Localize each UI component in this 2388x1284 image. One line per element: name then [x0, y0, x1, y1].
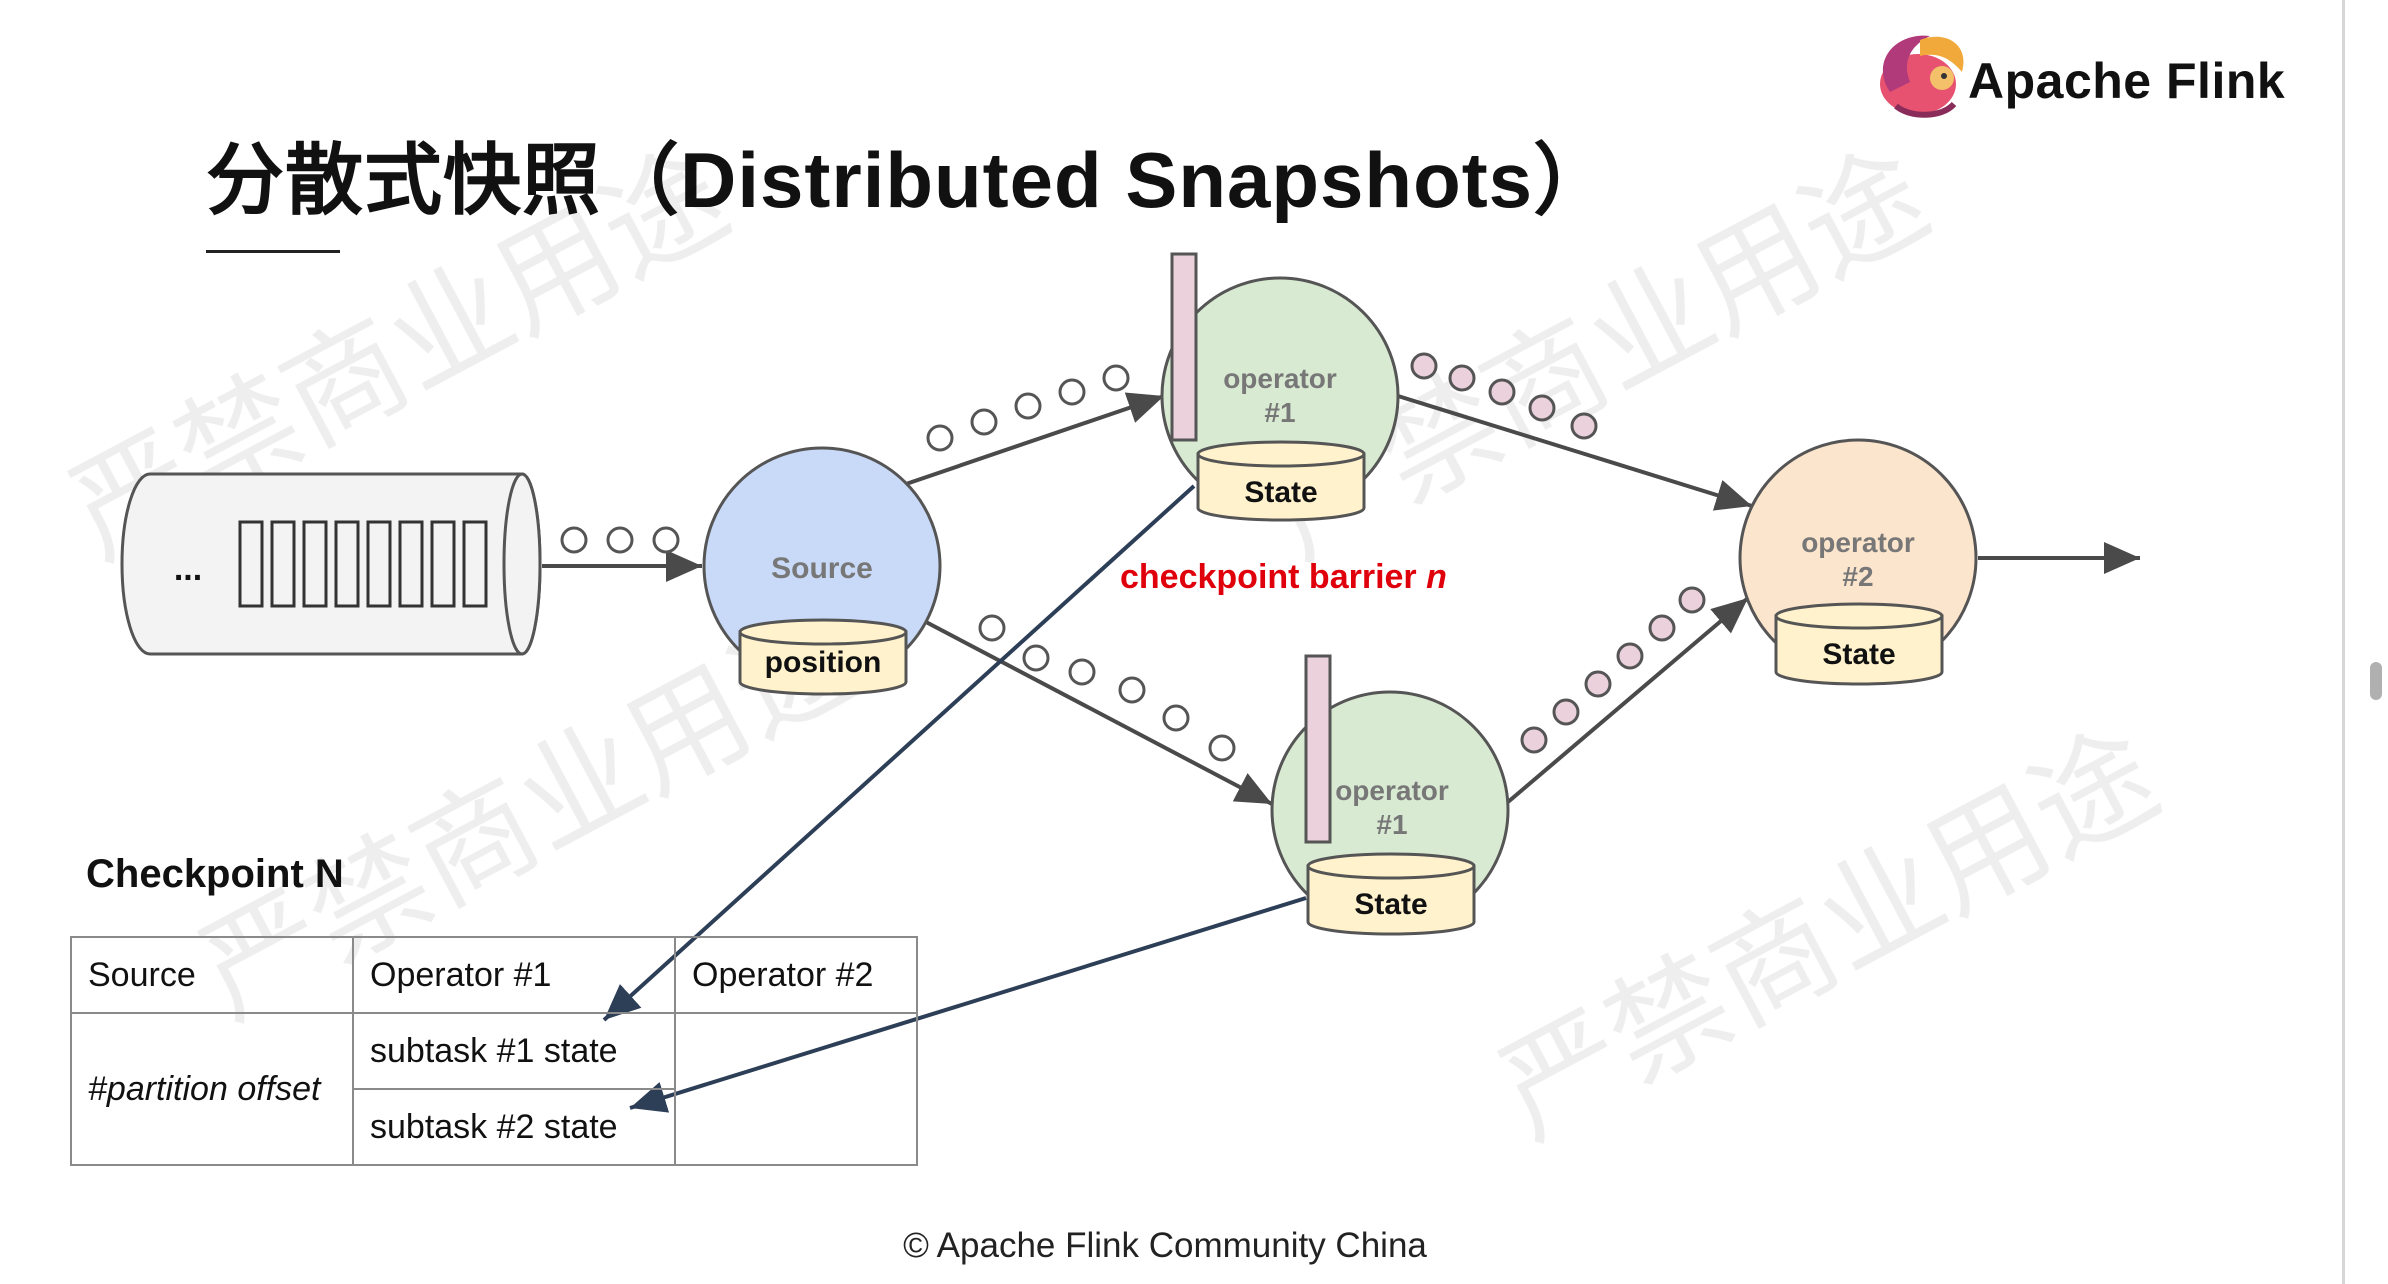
state-store: State — [1306, 852, 1476, 936]
operator-label: operator — [1801, 527, 1915, 558]
arrow-op1-top-to-op2 — [1397, 394, 1753, 511]
operator-number: #1 — [1264, 397, 1295, 428]
header-source: Source — [70, 936, 354, 1014]
table-row: #partition offset subtask #1 state — [70, 1012, 918, 1166]
watermark-text: 严禁商业用途 — [1478, 705, 2179, 1166]
flow-arrows — [542, 392, 2140, 806]
operator-label: operator — [1335, 775, 1449, 806]
position-store: position — [738, 618, 908, 696]
checkpoint-table: Source Operator #1 Operator #2 #partitio… — [70, 936, 918, 1166]
table-row: subtask #2 state — [71, 1088, 917, 1166]
checkpoint-barrier — [1170, 252, 1198, 442]
operator1-top-node: operator #1 State — [1160, 276, 1400, 522]
barrier-n: n — [1426, 558, 1447, 596]
subtask2-state-cell: subtask #2 state — [352, 1088, 676, 1166]
state-store: State — [1774, 602, 1944, 686]
state-label: State — [1354, 888, 1427, 921]
arrow-op1-top-state-to-subtask1 — [602, 484, 1196, 1022]
operator-number: #2 — [1842, 561, 1873, 592]
queue-ellipsis: ... — [174, 550, 202, 588]
operator2-empty-cell — [674, 1012, 918, 1166]
checkpoint-barrier — [1304, 654, 1332, 844]
operator2-node: operator #2 State — [1738, 438, 1978, 686]
position-label: position — [765, 646, 882, 679]
state-label: State — [1244, 476, 1317, 509]
input-queue: ... — [120, 472, 542, 656]
arrow-source-to-op1-top — [905, 392, 1165, 486]
source-label: Source — [771, 552, 873, 585]
scrollbar-track[interactable] — [2342, 0, 2345, 1284]
arrow-op1-bottom-to-op2 — [1506, 596, 1750, 804]
operator-number: #1 — [1376, 809, 1407, 840]
records-pink — [1410, 352, 1706, 754]
operator-label: operator — [1223, 363, 1337, 394]
brand-name: Apache Flink — [1968, 53, 2286, 109]
subtask1-state-cell: subtask #1 state — [352, 1012, 676, 1090]
source-node: Source position — [702, 446, 942, 696]
page-title: 分散式快照（Distributed Snapshots） — [206, 136, 1613, 224]
header-operator2: Operator #2 — [674, 936, 918, 1014]
checkpoint-barrier-label: checkpoint barrier n — [1120, 558, 1447, 596]
header-operator1: Operator #1 — [352, 936, 676, 1014]
source-offset-cell: #partition offset — [70, 1012, 354, 1166]
scrollbar-thumb[interactable] — [2370, 662, 2382, 700]
flink-logo-icon — [1880, 35, 1964, 118]
state-store: State — [1196, 440, 1366, 522]
table-header-row: Source Operator #1 Operator #2 — [70, 936, 918, 1014]
footer-copyright: © Apache Flink Community China — [903, 1226, 1427, 1265]
arrow-source-to-op1-bottom — [925, 620, 1273, 806]
checkpoint-title: Checkpoint N — [86, 852, 344, 896]
state-label: State — [1822, 638, 1895, 671]
title-underline — [206, 250, 340, 253]
queue-records — [238, 520, 488, 608]
